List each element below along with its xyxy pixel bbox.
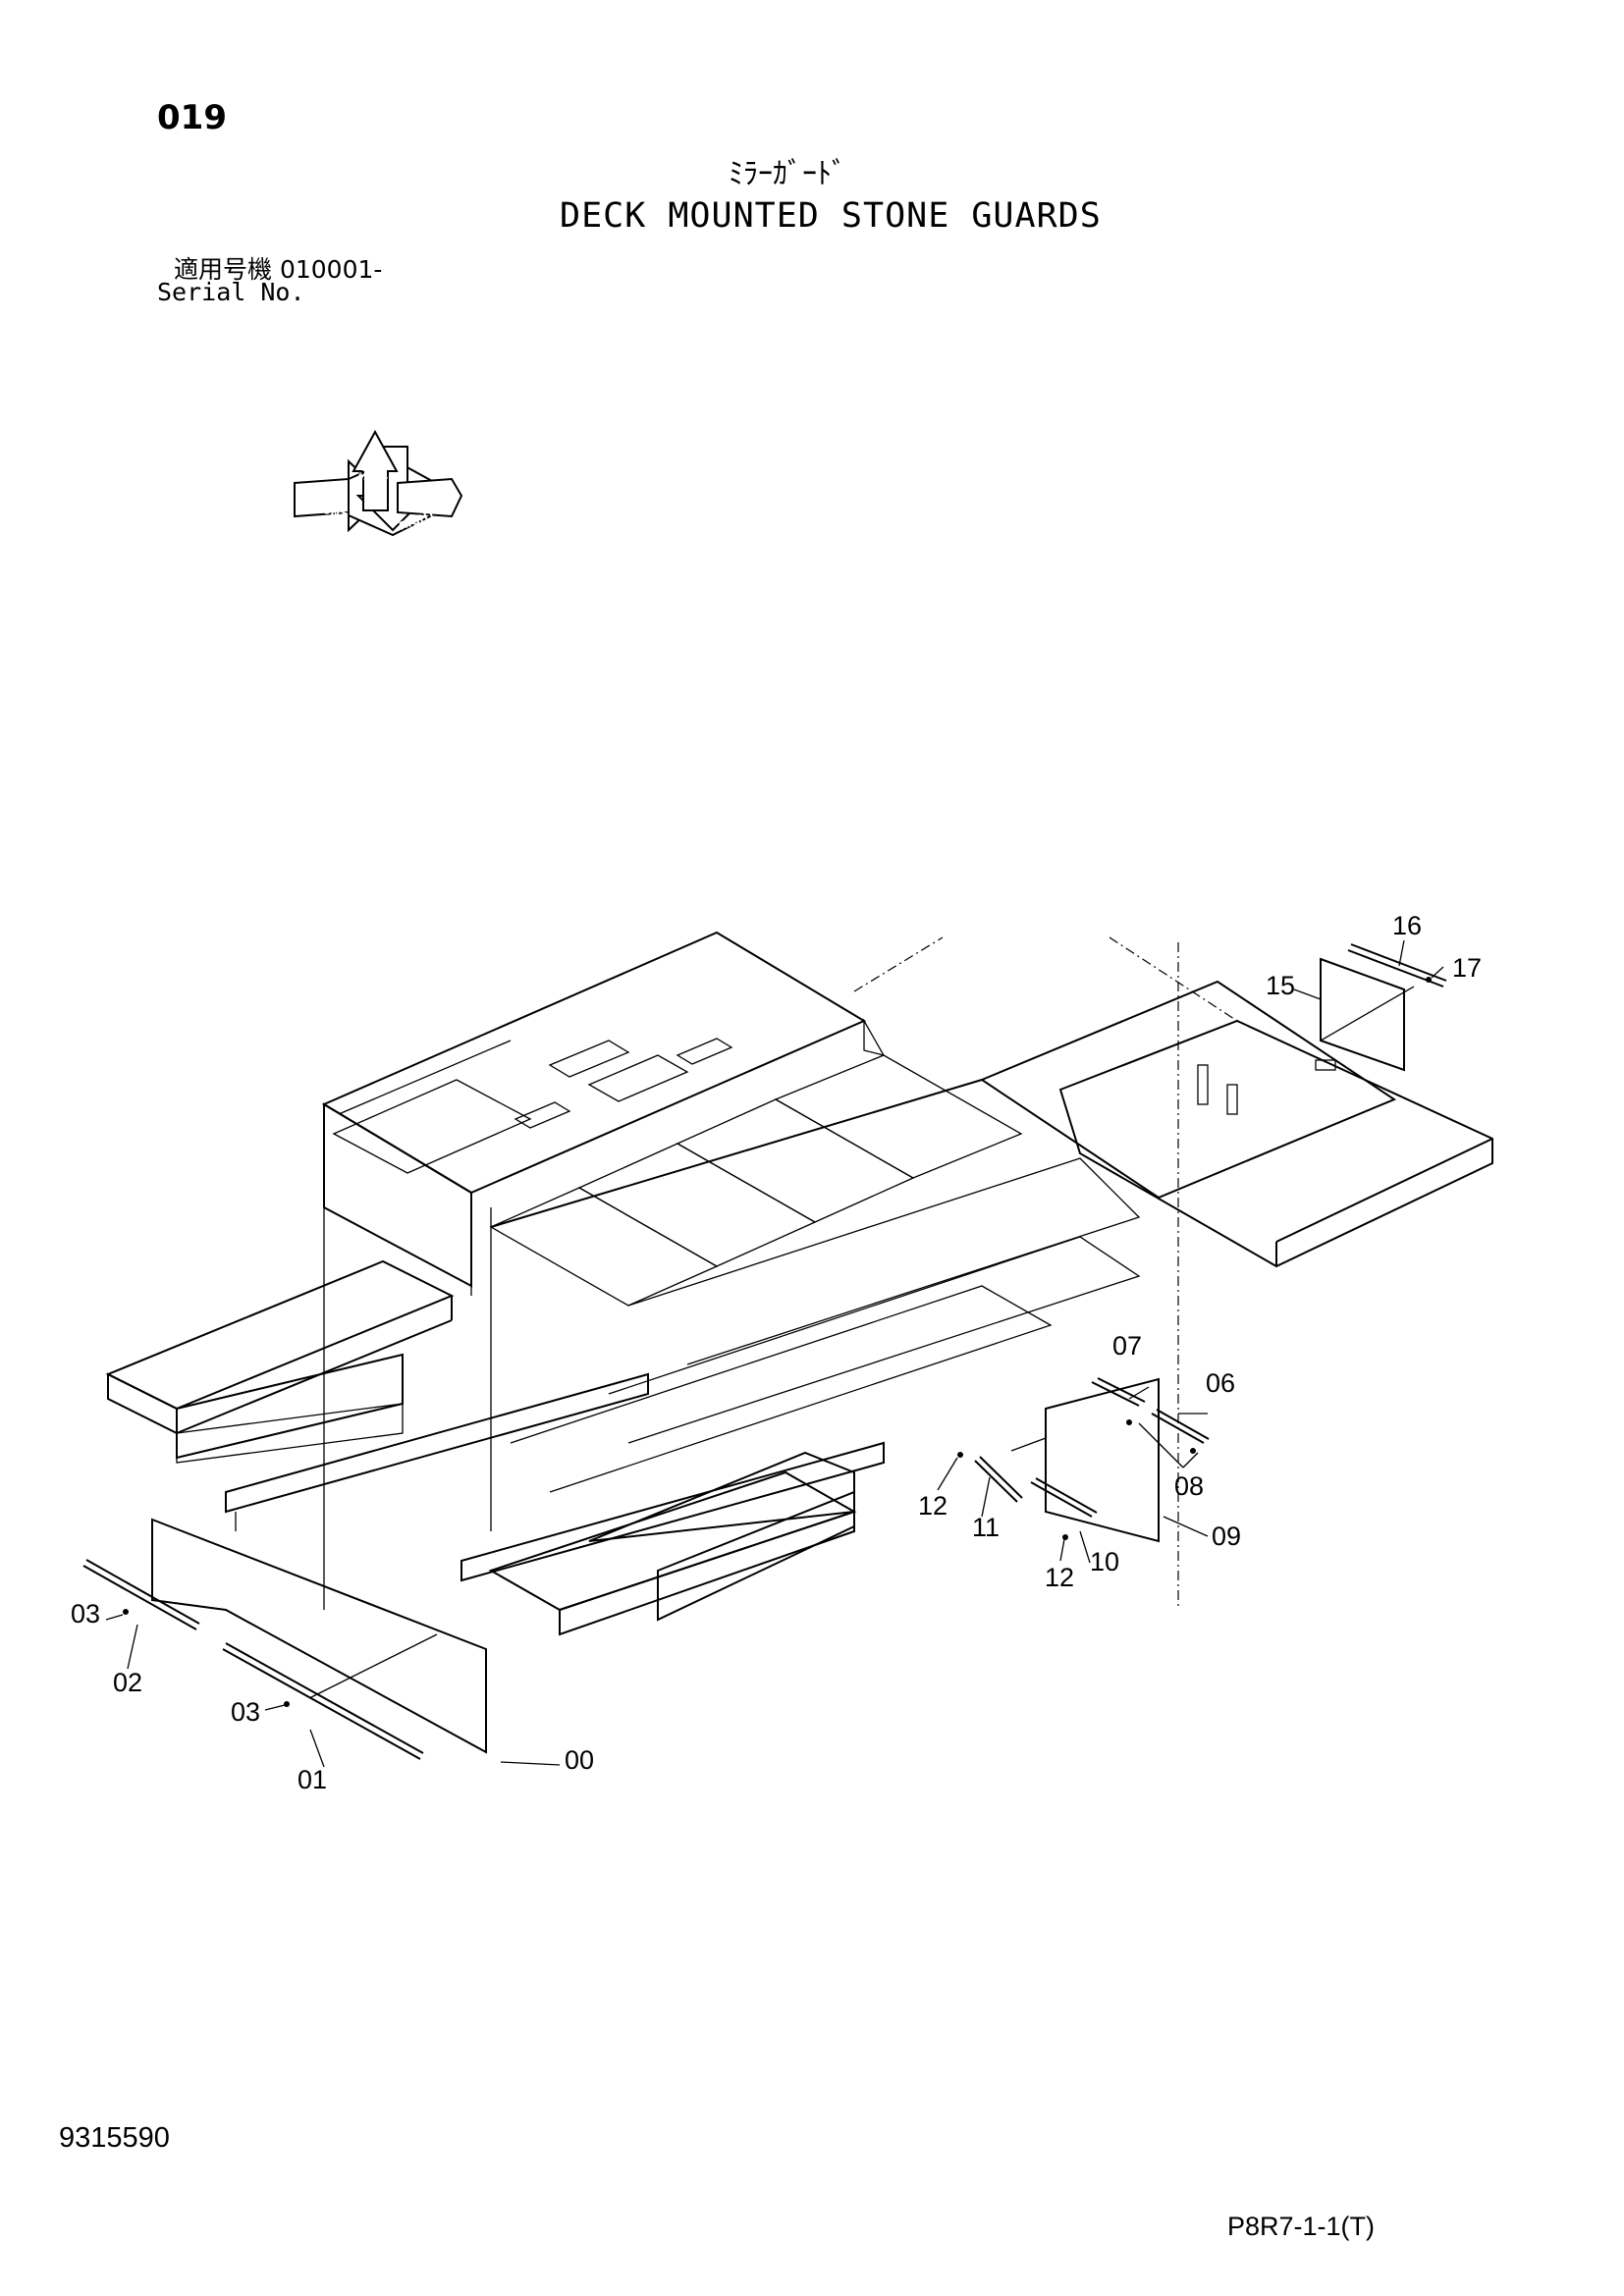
callout-08: 08 [1174,1471,1204,1501]
callout-07: 07 [1112,1331,1142,1361]
callout-10: 10 [1090,1547,1119,1576]
callout-03: 03 [71,1599,100,1629]
left-walkway-grating [105,1259,885,1582]
serial-number-label: Serial No. [157,278,305,306]
callout-12: 12 [1045,1563,1074,1592]
page-number: 019 [157,98,227,137]
engine-housing [321,931,886,1610]
callout-06: 06 [1206,1368,1235,1398]
callout-09: 09 [1212,1522,1241,1551]
callout-16: 16 [1392,911,1422,940]
callout-02: 02 [113,1668,142,1697]
figure-code: P8R7-1-1(T) [1227,2212,1376,2241]
deck-panels [489,980,1397,1493]
callout-11: 11 [972,1513,1000,1542]
right-step-box [488,1451,857,1636]
callout-17: 17 [1452,953,1482,983]
rear-right-deck [853,936,1493,1610]
callout-00: 00 [565,1745,594,1775]
callout-12: 12 [918,1491,947,1521]
orientation-compass-icon: FRONT TOP RIGHT UPPER SIDE UPPER [294,429,463,537]
callout-15: 15 [1266,971,1295,1000]
callout-leaders [105,939,1444,1768]
callout-labels: 00 01 02 03 03 06 07 08 09 10 11 12 12 1… [71,911,1482,1794]
page-title: DECK MOUNTED STONE GUARDS [560,196,1102,236]
callout-03: 03 [231,1697,260,1727]
title-japanese: ﾐﾗｰｶﾞｰﾄﾞ [729,157,846,191]
callout-01: 01 [298,1765,327,1794]
document-number: 9315590 [59,2122,170,2154]
upper-right-guard [1320,943,1447,1072]
front-guard-assembly [82,1518,487,1760]
rear-guard-assembly [957,1377,1210,1543]
serial-range-label: 適用号機 010001- [174,255,383,284]
